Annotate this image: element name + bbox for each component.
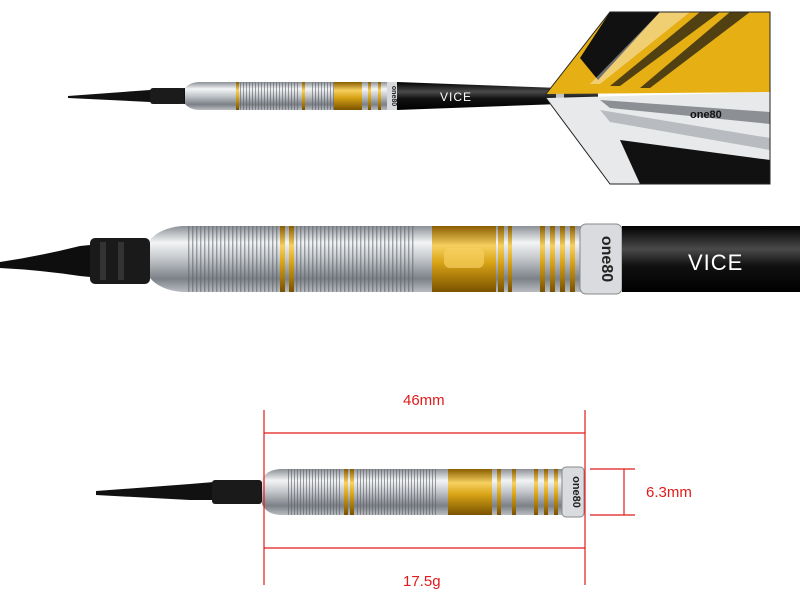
length-label: 46mm [403, 392, 445, 409]
tip-collar [150, 88, 184, 104]
dart-shaft [397, 82, 598, 110]
closeup-gold-ring [280, 226, 285, 292]
barrel-tip [96, 482, 214, 500]
weight-label: 17.5g [403, 573, 441, 590]
barrel-brand-text: one80 [390, 86, 397, 106]
dart-flight: one80 [545, 11, 771, 185]
dart-full-view: one80 VICE one80 [68, 11, 771, 185]
shaft-logo-text: VICE [440, 90, 472, 104]
dimension-barrel-brand-text: one80 [570, 476, 582, 508]
flight-brand-text: one80 [690, 109, 722, 121]
closeup-shaft-logo-text: VICE [688, 250, 743, 275]
diameter-label: 6.3mm [646, 484, 692, 501]
dart-dimension-view: one80 [96, 410, 635, 585]
dart-closeup-view: one80 VICE [0, 223, 800, 295]
closeup-barrel-brand-text: one80 [598, 236, 615, 282]
closeup-shaft [622, 226, 800, 292]
dimension-lines [263, 410, 635, 585]
